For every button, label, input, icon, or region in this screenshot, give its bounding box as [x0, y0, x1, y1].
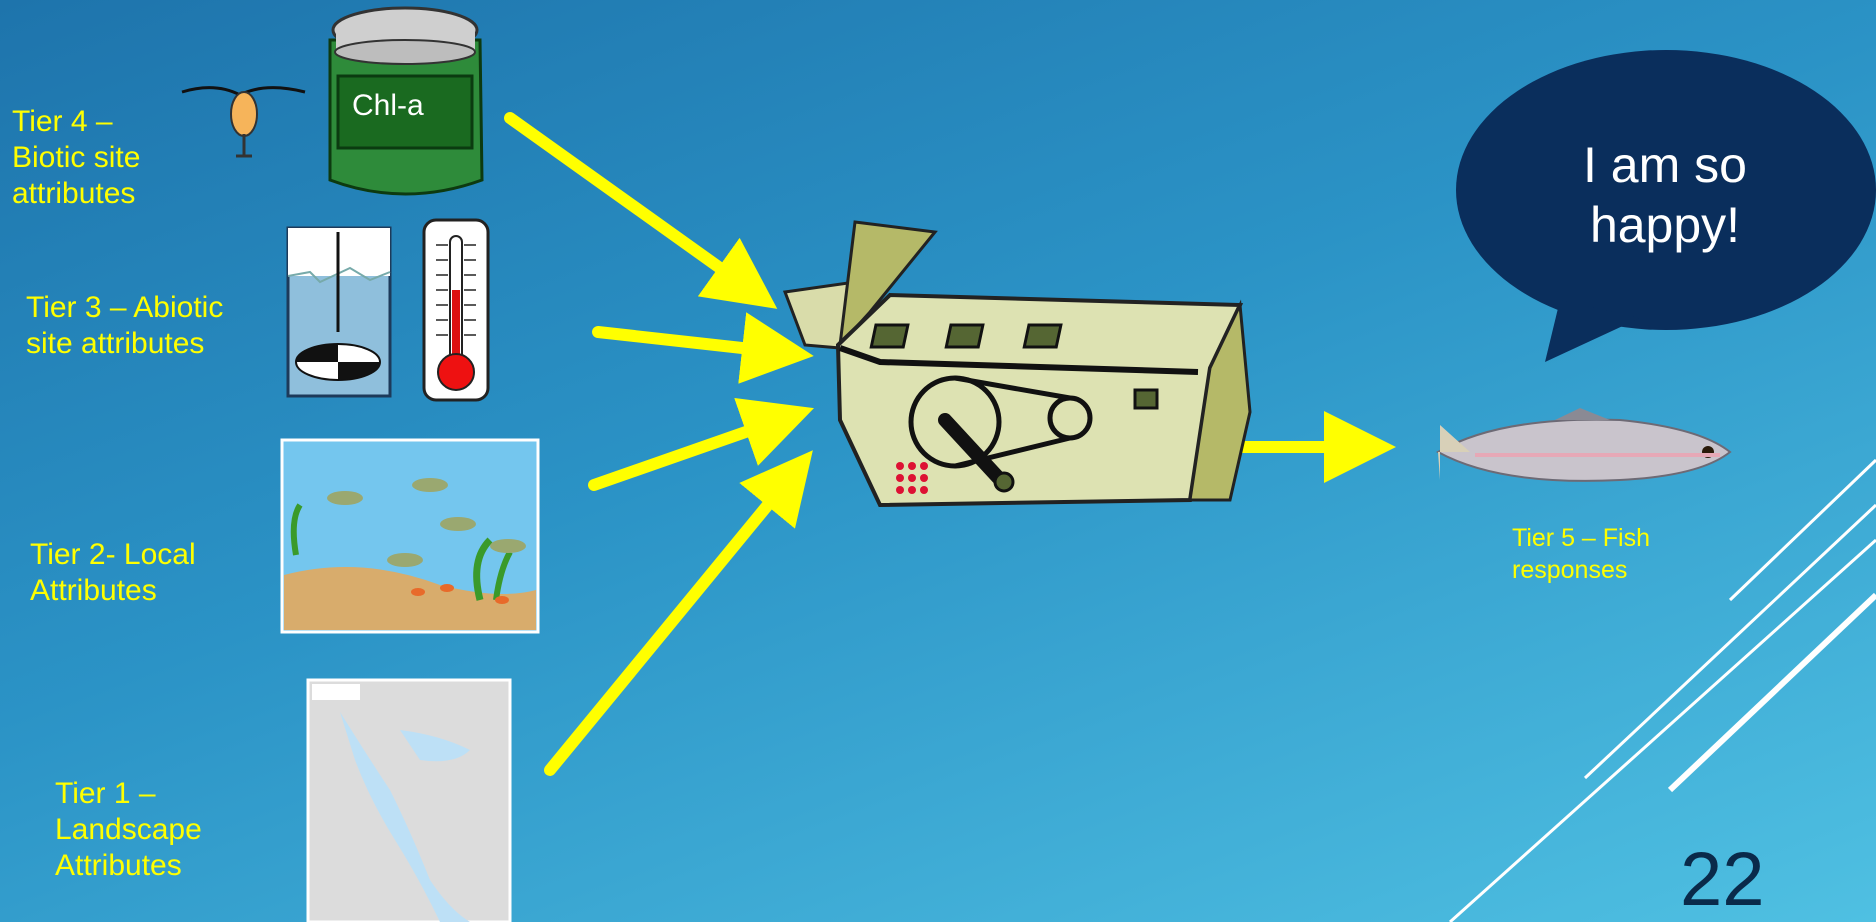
zooplankton-icon — [181, 86, 306, 158]
speech-bubble-text: I am so happy! — [1583, 137, 1747, 253]
input-arrows — [504, 112, 1396, 776]
tier3-label: Tier 3 – Abiotic site attributes — [26, 291, 224, 360]
tier2-label: Tier 2- Local Attributes — [30, 538, 196, 607]
bay-map-icon — [306, 678, 512, 922]
decorative-lines — [1448, 458, 1876, 922]
tier4-label: Tier 4 – Biotic site attributes — [12, 105, 141, 210]
secchi-disk-icon — [286, 226, 392, 398]
tier1-label: Tier 1 – Landscape Attributes — [55, 777, 202, 882]
chlorophyll-jar-icon — [328, 6, 484, 196]
fish-icon — [1435, 408, 1732, 482]
arrow-tier1 — [544, 450, 813, 776]
tier5-label: Tier 5 – Fish responses — [1512, 524, 1651, 584]
aquarium-fish-icon — [280, 438, 540, 634]
speech-bubble — [1456, 50, 1876, 362]
arrow-tier3 — [592, 312, 814, 384]
machine-icon — [782, 220, 1252, 508]
arrow-tier2 — [588, 397, 814, 491]
jar-label: Chl-a — [352, 89, 424, 122]
slide-number: 22 — [1680, 837, 1765, 922]
arrow-tier4 — [504, 112, 778, 309]
thermometer-icon — [422, 218, 490, 402]
